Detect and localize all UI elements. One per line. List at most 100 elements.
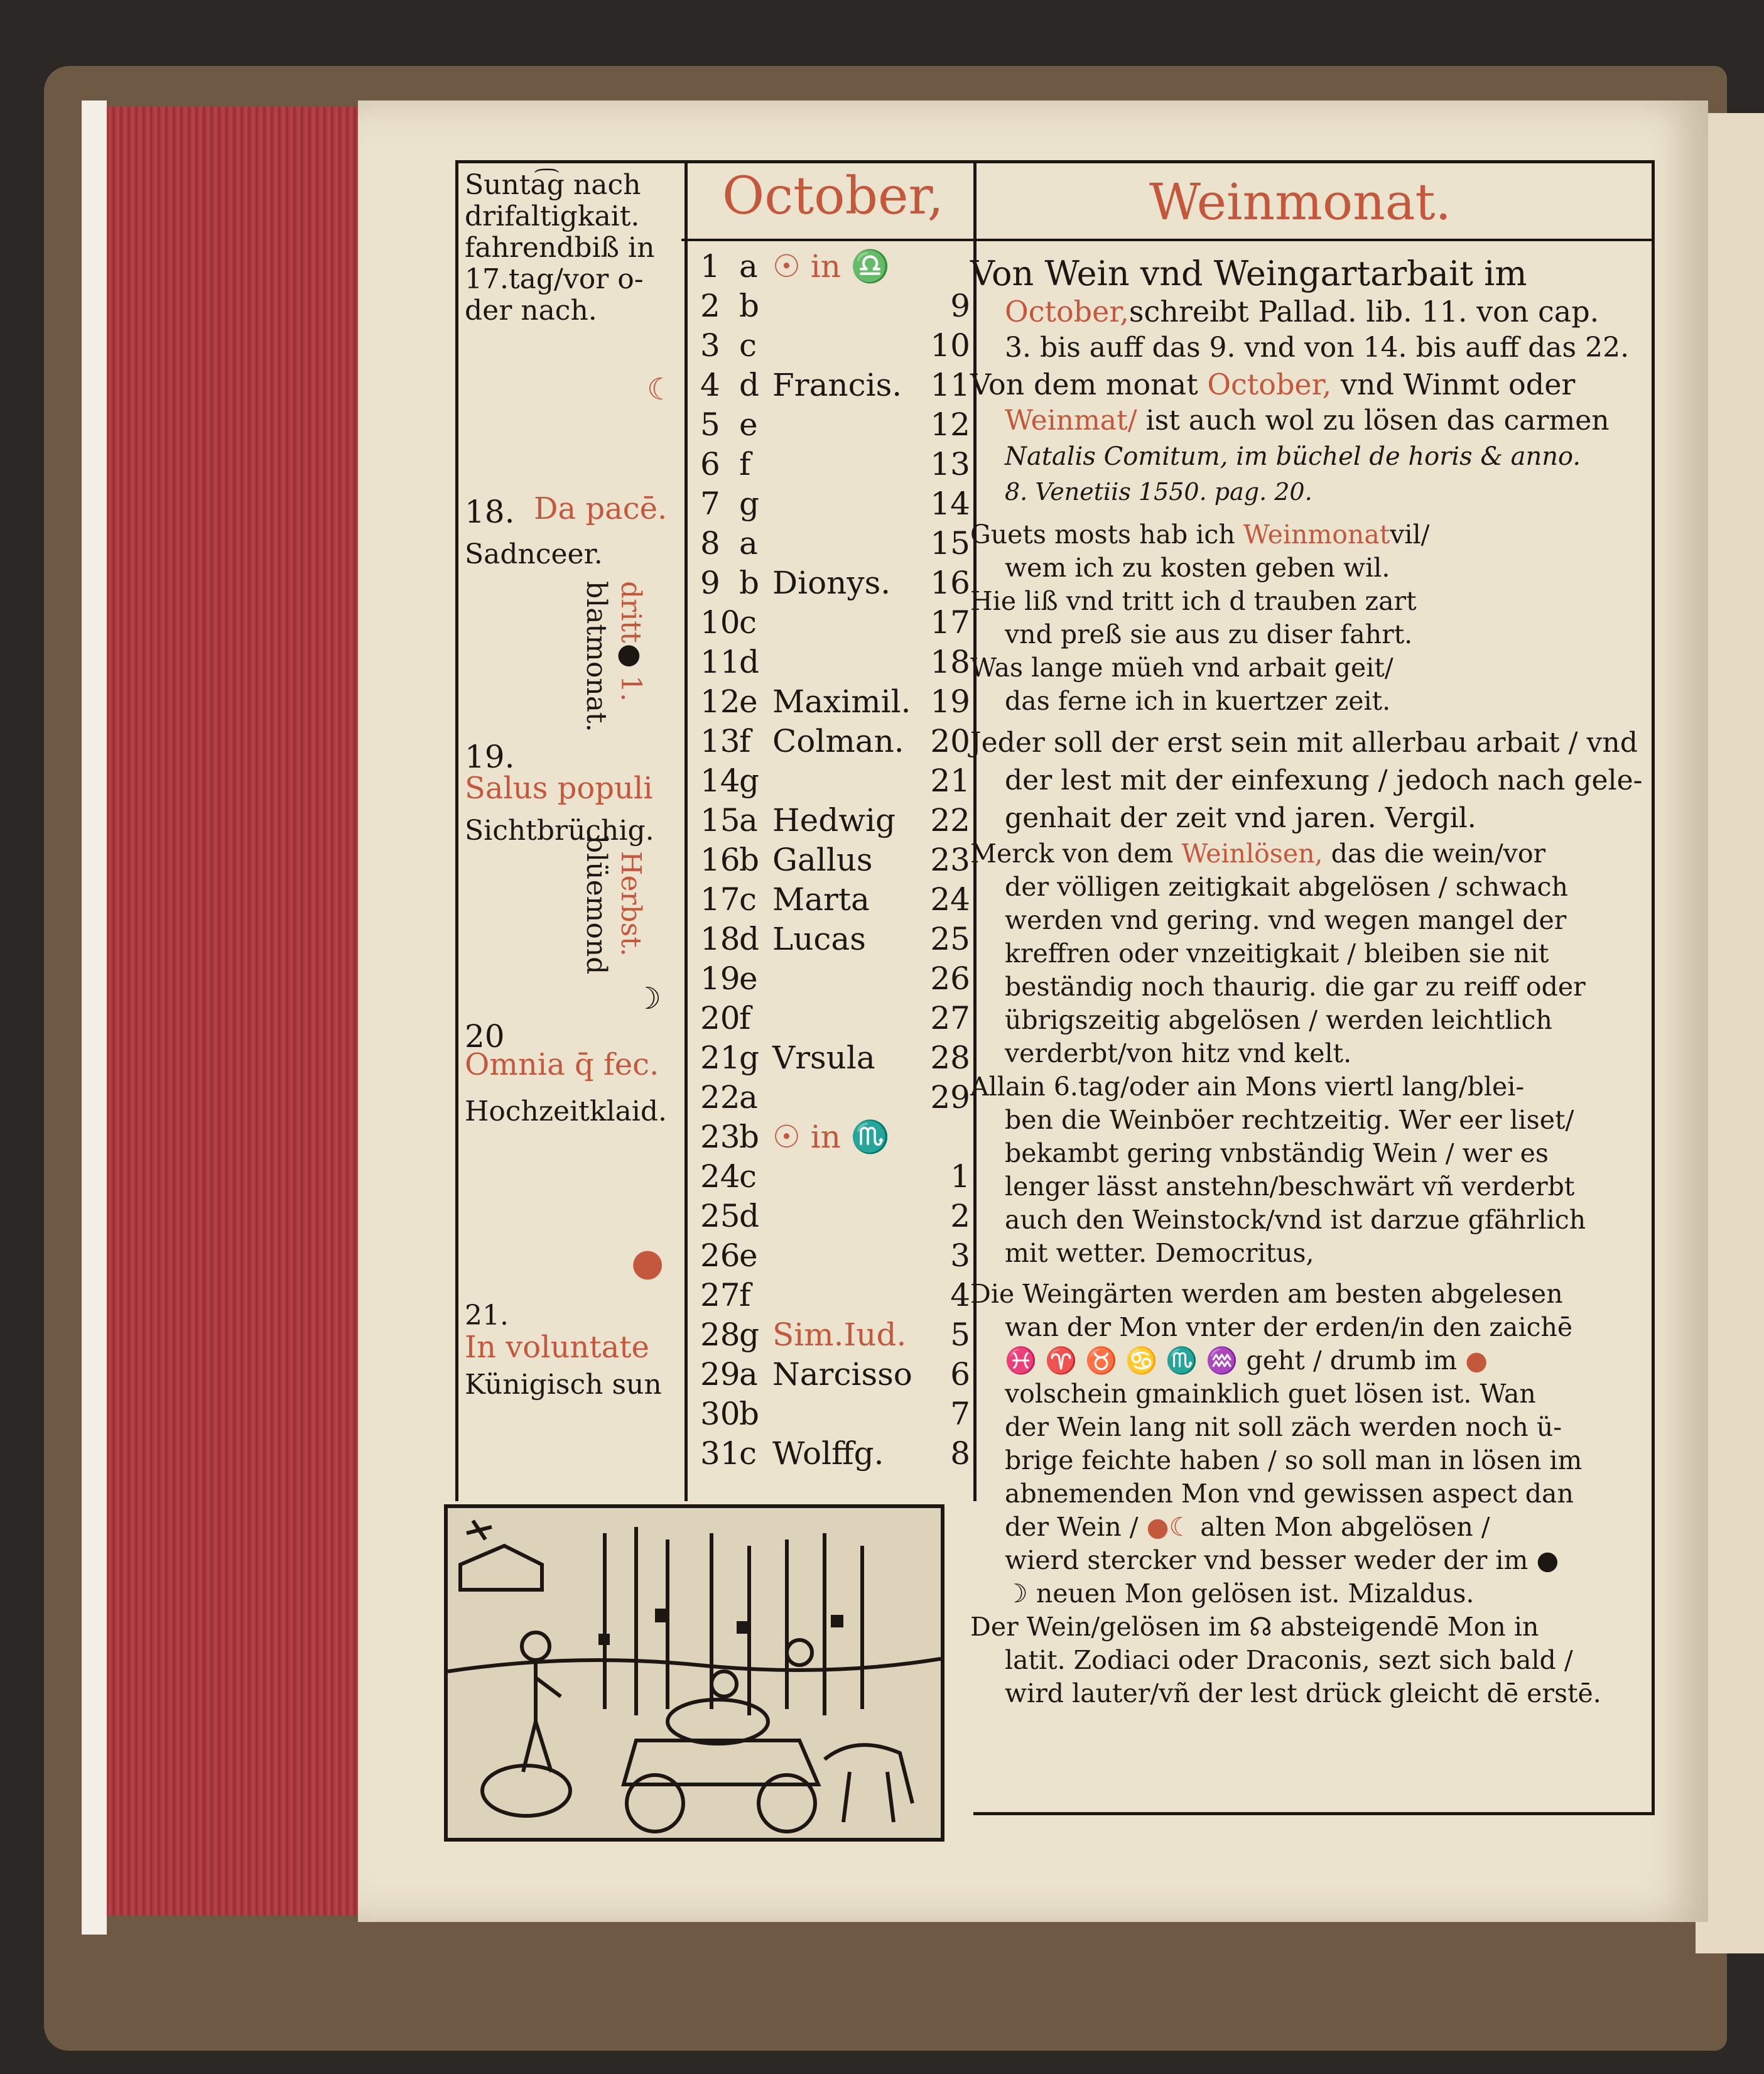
- week-number-20: 20: [465, 1018, 505, 1055]
- text-span: das die wein/vor: [1331, 839, 1546, 869]
- margin-line: 17.tag/vor o-: [465, 263, 644, 295]
- dominical-letter: f: [739, 1277, 751, 1313]
- text-line: ♓ ♈ ♉ ♋ ♏ ♒ geht / drumb im ●: [970, 1344, 1648, 1377]
- text-line: ☽ neuen Mon gelösen ist. Mizaldus.: [970, 1577, 1648, 1610]
- moon-day-number: 2: [950, 1198, 970, 1234]
- dominical-letter: b: [739, 288, 760, 324]
- week-number-19: 19.: [465, 739, 515, 775]
- text-line: Der Wein/gelösen im ☊ absteigendē Mon in: [970, 1612, 1539, 1642]
- day-number: 16: [700, 842, 740, 878]
- red-word: Weinmonat: [1243, 519, 1390, 550]
- moon-day-number: 7: [950, 1396, 970, 1432]
- vertical-note-red-2: 1.: [615, 675, 647, 702]
- day-number: 1: [700, 248, 720, 285]
- text-line: Weinmat/ ist auch wol zu lösen das carme…: [970, 403, 1648, 439]
- text-line: Jeder soll der erst sein mit allerbau ar…: [970, 727, 1638, 759]
- day-number: 19: [700, 960, 740, 997]
- day-number: 20: [700, 1000, 740, 1036]
- dominical-letter: g: [739, 486, 760, 522]
- moon-day-number: 27: [930, 1000, 970, 1036]
- saint-name: Marta: [772, 881, 870, 918]
- gospel-19: Sichtbrüchig.: [465, 815, 654, 847]
- day-number: 21: [700, 1040, 740, 1076]
- calendar-frame: [681, 160, 977, 1501]
- page-edge: [82, 100, 107, 1935]
- margin-line: der nach.: [465, 295, 597, 327]
- dominical-letter: e: [739, 1237, 758, 1274]
- text-span: geht / drumb im: [1246, 1345, 1458, 1376]
- dominical-letter: a: [739, 1356, 758, 1393]
- moon-day-number: 4: [950, 1277, 970, 1313]
- text-line: lenger lässt anstehn/beschwärt vñ verder…: [1005, 1171, 1575, 1202]
- saint-name: Wolffg.: [772, 1435, 884, 1472]
- dominical-letter: d: [739, 367, 760, 403]
- dominical-letter: c: [739, 604, 757, 641]
- text-line: 8. Venetiis 1550. pag. 20.: [1005, 478, 1312, 506]
- text-line: Allain 6.tag/oder ain Mons viertl lang/b…: [970, 1072, 1525, 1102]
- gospel-21: Künigisch sun: [465, 1369, 662, 1401]
- dominical-letter: b: [739, 842, 760, 878]
- moon-day-number: 16: [930, 565, 970, 601]
- moon-day-number: 13: [930, 446, 970, 482]
- day-number: 17: [700, 881, 740, 918]
- day-number: 27: [700, 1277, 740, 1313]
- woodcut-illustration: [444, 1504, 944, 1842]
- moon-day-number: 28: [930, 1040, 970, 1076]
- text-line: bekambt gering vnbständig Wein / wer es: [1005, 1138, 1549, 1168]
- waning-moon-icon: ☾: [647, 372, 674, 407]
- moon-day-number: 10: [930, 327, 970, 364]
- vertical-note-2: blüemond: [580, 835, 612, 975]
- margin-line: fahrendbiß in: [465, 232, 655, 264]
- day-number: 11: [700, 644, 740, 680]
- saint-name: Francis.: [772, 367, 902, 403]
- saint-name: Narcisso: [772, 1356, 912, 1393]
- dominical-letter: b: [739, 1119, 760, 1155]
- day-number: 24: [700, 1158, 740, 1195]
- red-page-edges: [107, 107, 358, 1916]
- day-number: 15: [700, 802, 740, 839]
- moon-day-number: 11: [930, 367, 970, 403]
- saint-name: Gallus: [772, 842, 873, 878]
- verse-line: Was lange müeh vnd arbait geit/: [970, 653, 1393, 683]
- verse-line: Hie liß vnd tritt ich d trauben zart: [970, 586, 1417, 616]
- text-line: Merck von dem Weinlösen, das die wein/vo…: [970, 837, 1648, 871]
- gospel-20: Hochzeitklaid.: [465, 1095, 668, 1127]
- moon-day-number: 3: [950, 1237, 970, 1274]
- text-line: werden vnd gering. vnd wegen mangel der: [1005, 905, 1567, 935]
- first-quarter-moon-icon: ☽: [1005, 1578, 1028, 1609]
- new-moon-icon: ●: [1536, 1545, 1559, 1575]
- first-quarter-moon-icon: ☽: [634, 981, 662, 1016]
- text-line: Von dem monat October, vnd Winmt oder: [970, 366, 1648, 403]
- moon-day-number: 9: [950, 288, 970, 324]
- day-number: 30: [700, 1396, 740, 1432]
- moon-day-number: 29: [930, 1079, 970, 1116]
- text-line: Natalis Comitum, im büchel de horis & an…: [1005, 442, 1581, 471]
- moon-day-number: 22: [930, 802, 970, 839]
- text-line: abnemenden Mon vnd gewissen aspect dan: [1005, 1479, 1574, 1509]
- margin-note-sunday: Sunta͡g nach drifaltigkait. fahrendbiß i…: [465, 170, 654, 327]
- moon-day-number: 18: [930, 644, 970, 680]
- motto-18: Da pacē.: [534, 491, 668, 526]
- text-line: der Wein lang nit soll zäch werden noch …: [1005, 1412, 1562, 1442]
- moon-day-number: 23: [930, 842, 970, 878]
- vertical-note-red-3: Herbst.: [615, 851, 647, 957]
- red-word: October,: [1207, 367, 1332, 401]
- text-span: Von dem monat: [970, 367, 1198, 401]
- day-number: 12: [700, 683, 740, 720]
- day-number: 4: [700, 367, 720, 403]
- month-title: October,: [722, 166, 944, 226]
- moon-day-number: 19: [930, 683, 970, 720]
- motto-20: Omnia q̄ fec.: [465, 1047, 659, 1082]
